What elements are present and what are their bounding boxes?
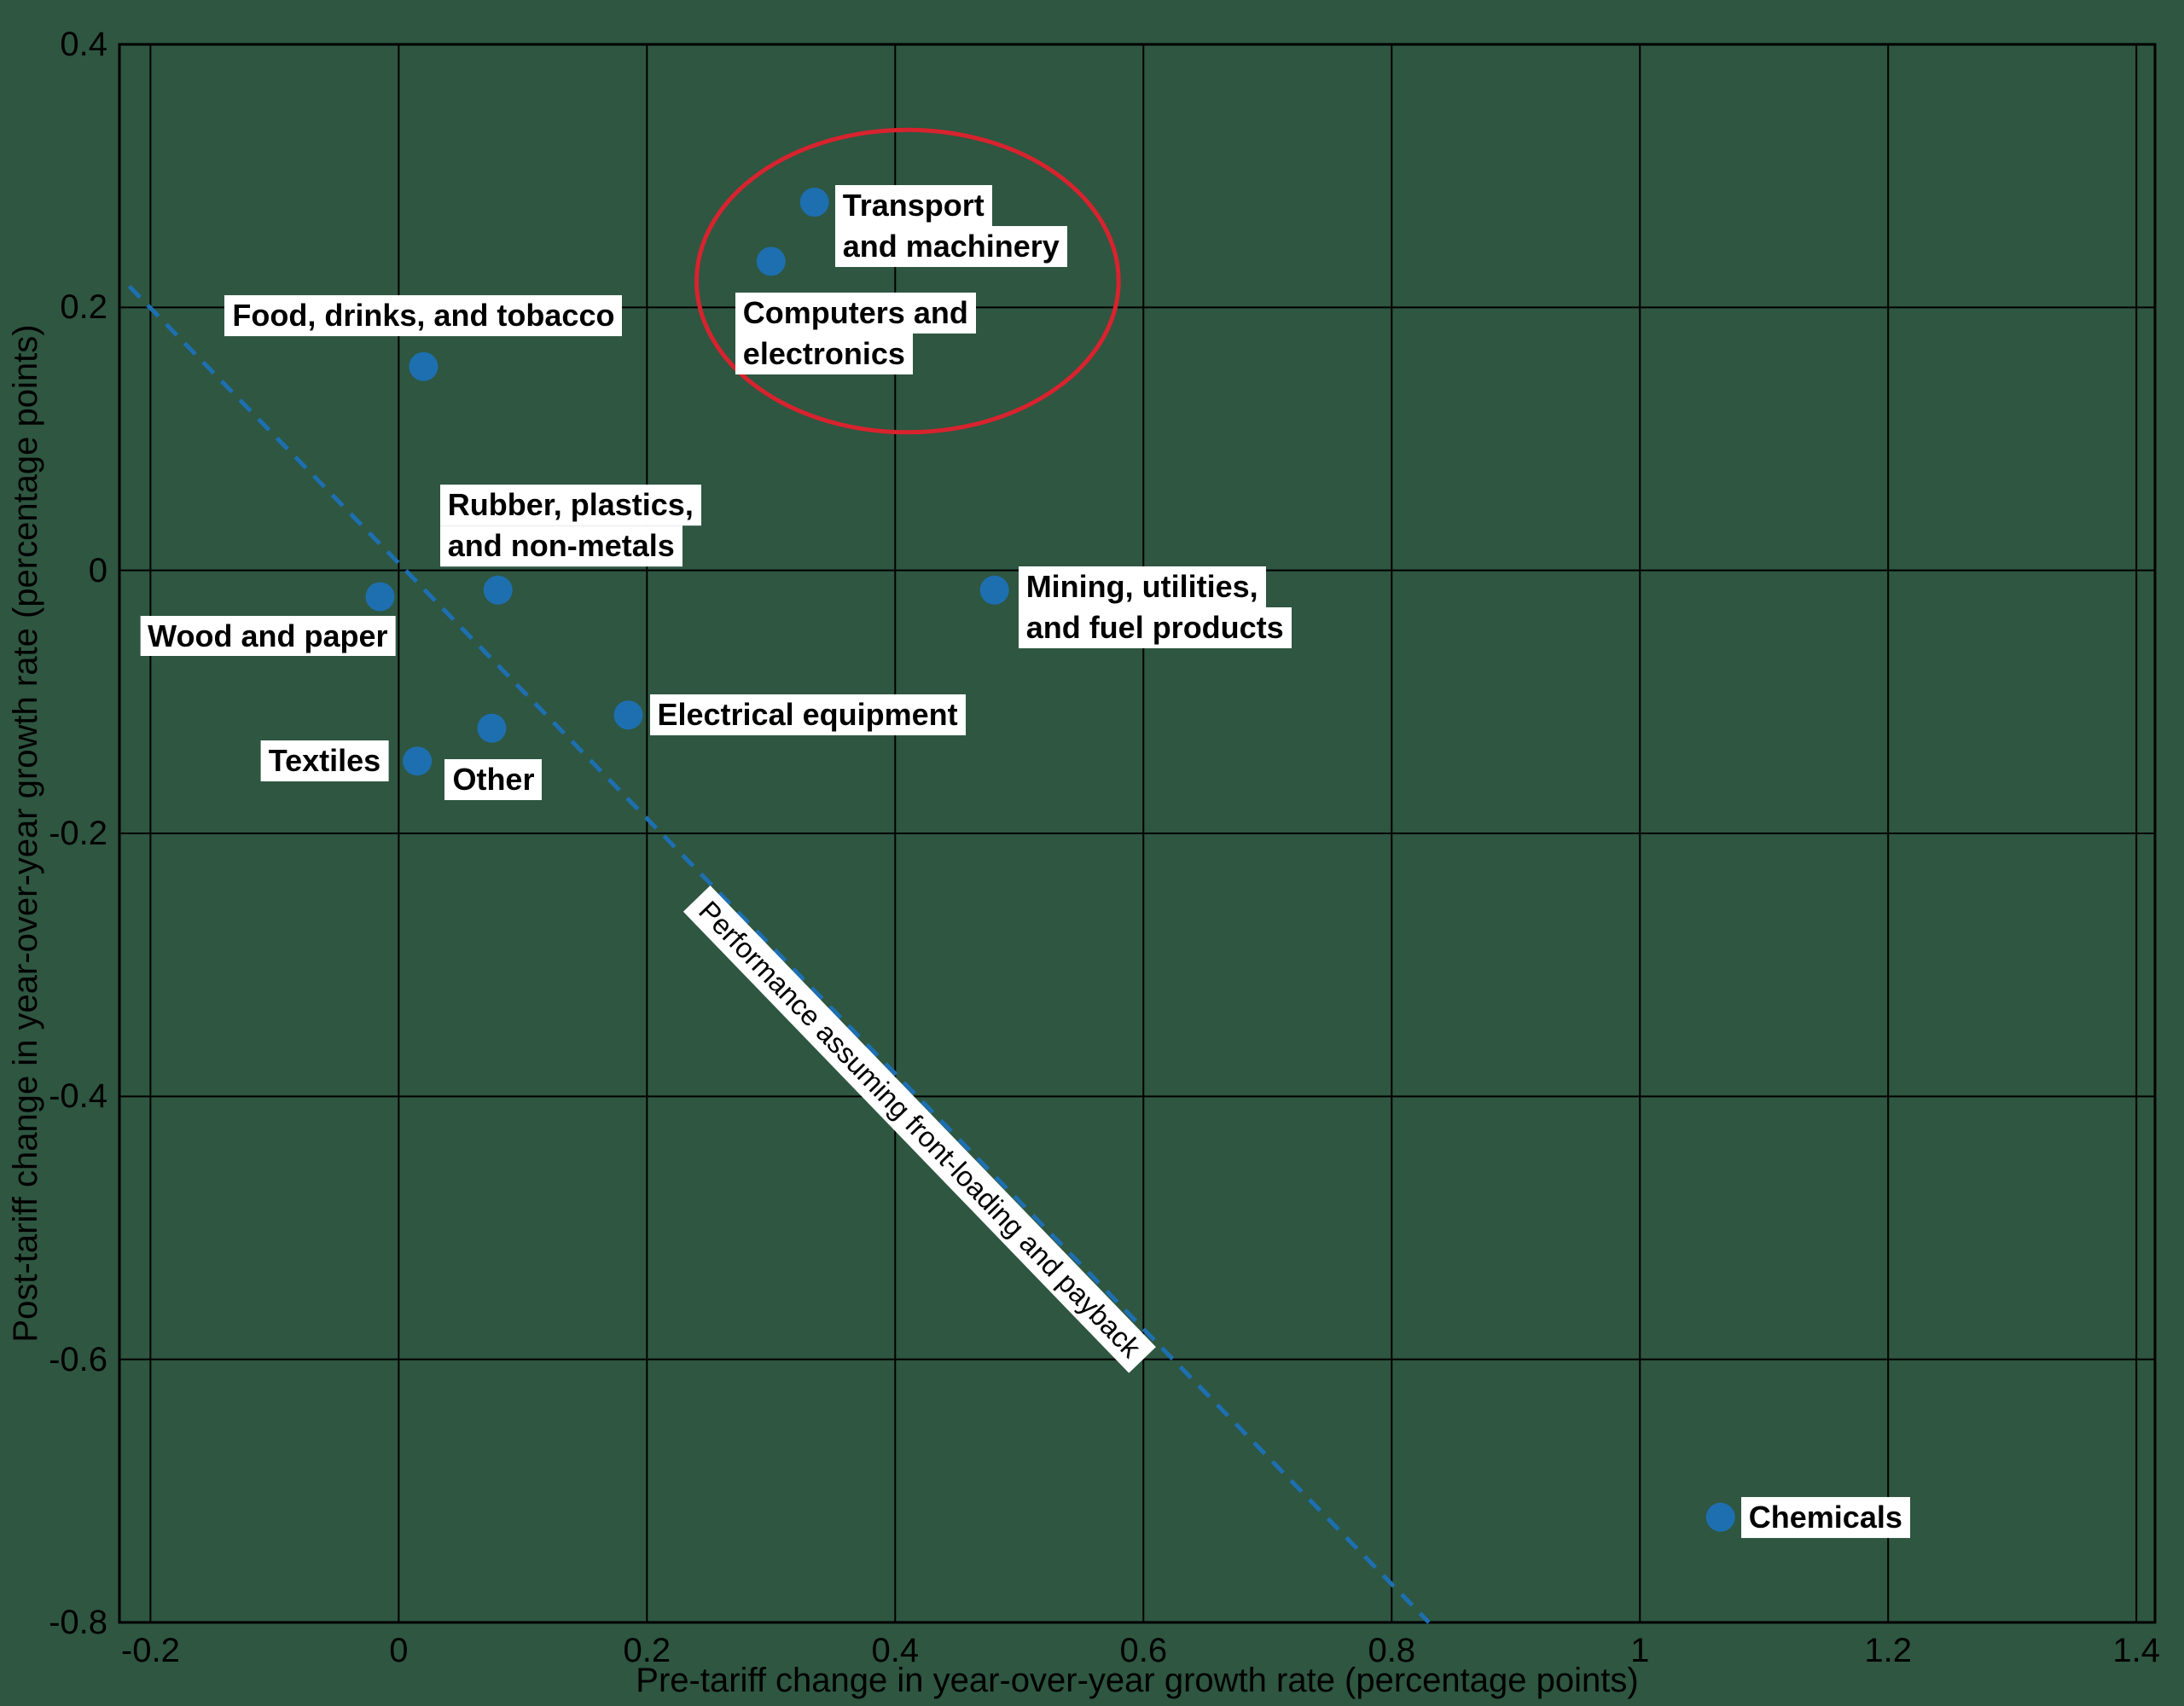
y-axis-title: Post-tariff change in year-over-year gro… [7,324,44,1343]
trend-line [127,284,1431,1624]
data-point [477,713,507,743]
data-point [365,582,395,612]
data-point [409,351,439,381]
data-point [1705,1502,1735,1532]
data-point [799,188,829,217]
x-axis-title: Pre-tariff change in year-over-year grow… [636,1662,1639,1699]
data-point [403,746,433,776]
highlight-ellipse [694,127,1121,435]
data-point [613,700,643,730]
data-point [979,575,1009,605]
data-point [483,575,513,605]
data-point [756,247,786,276]
plot-border [118,43,2157,1624]
